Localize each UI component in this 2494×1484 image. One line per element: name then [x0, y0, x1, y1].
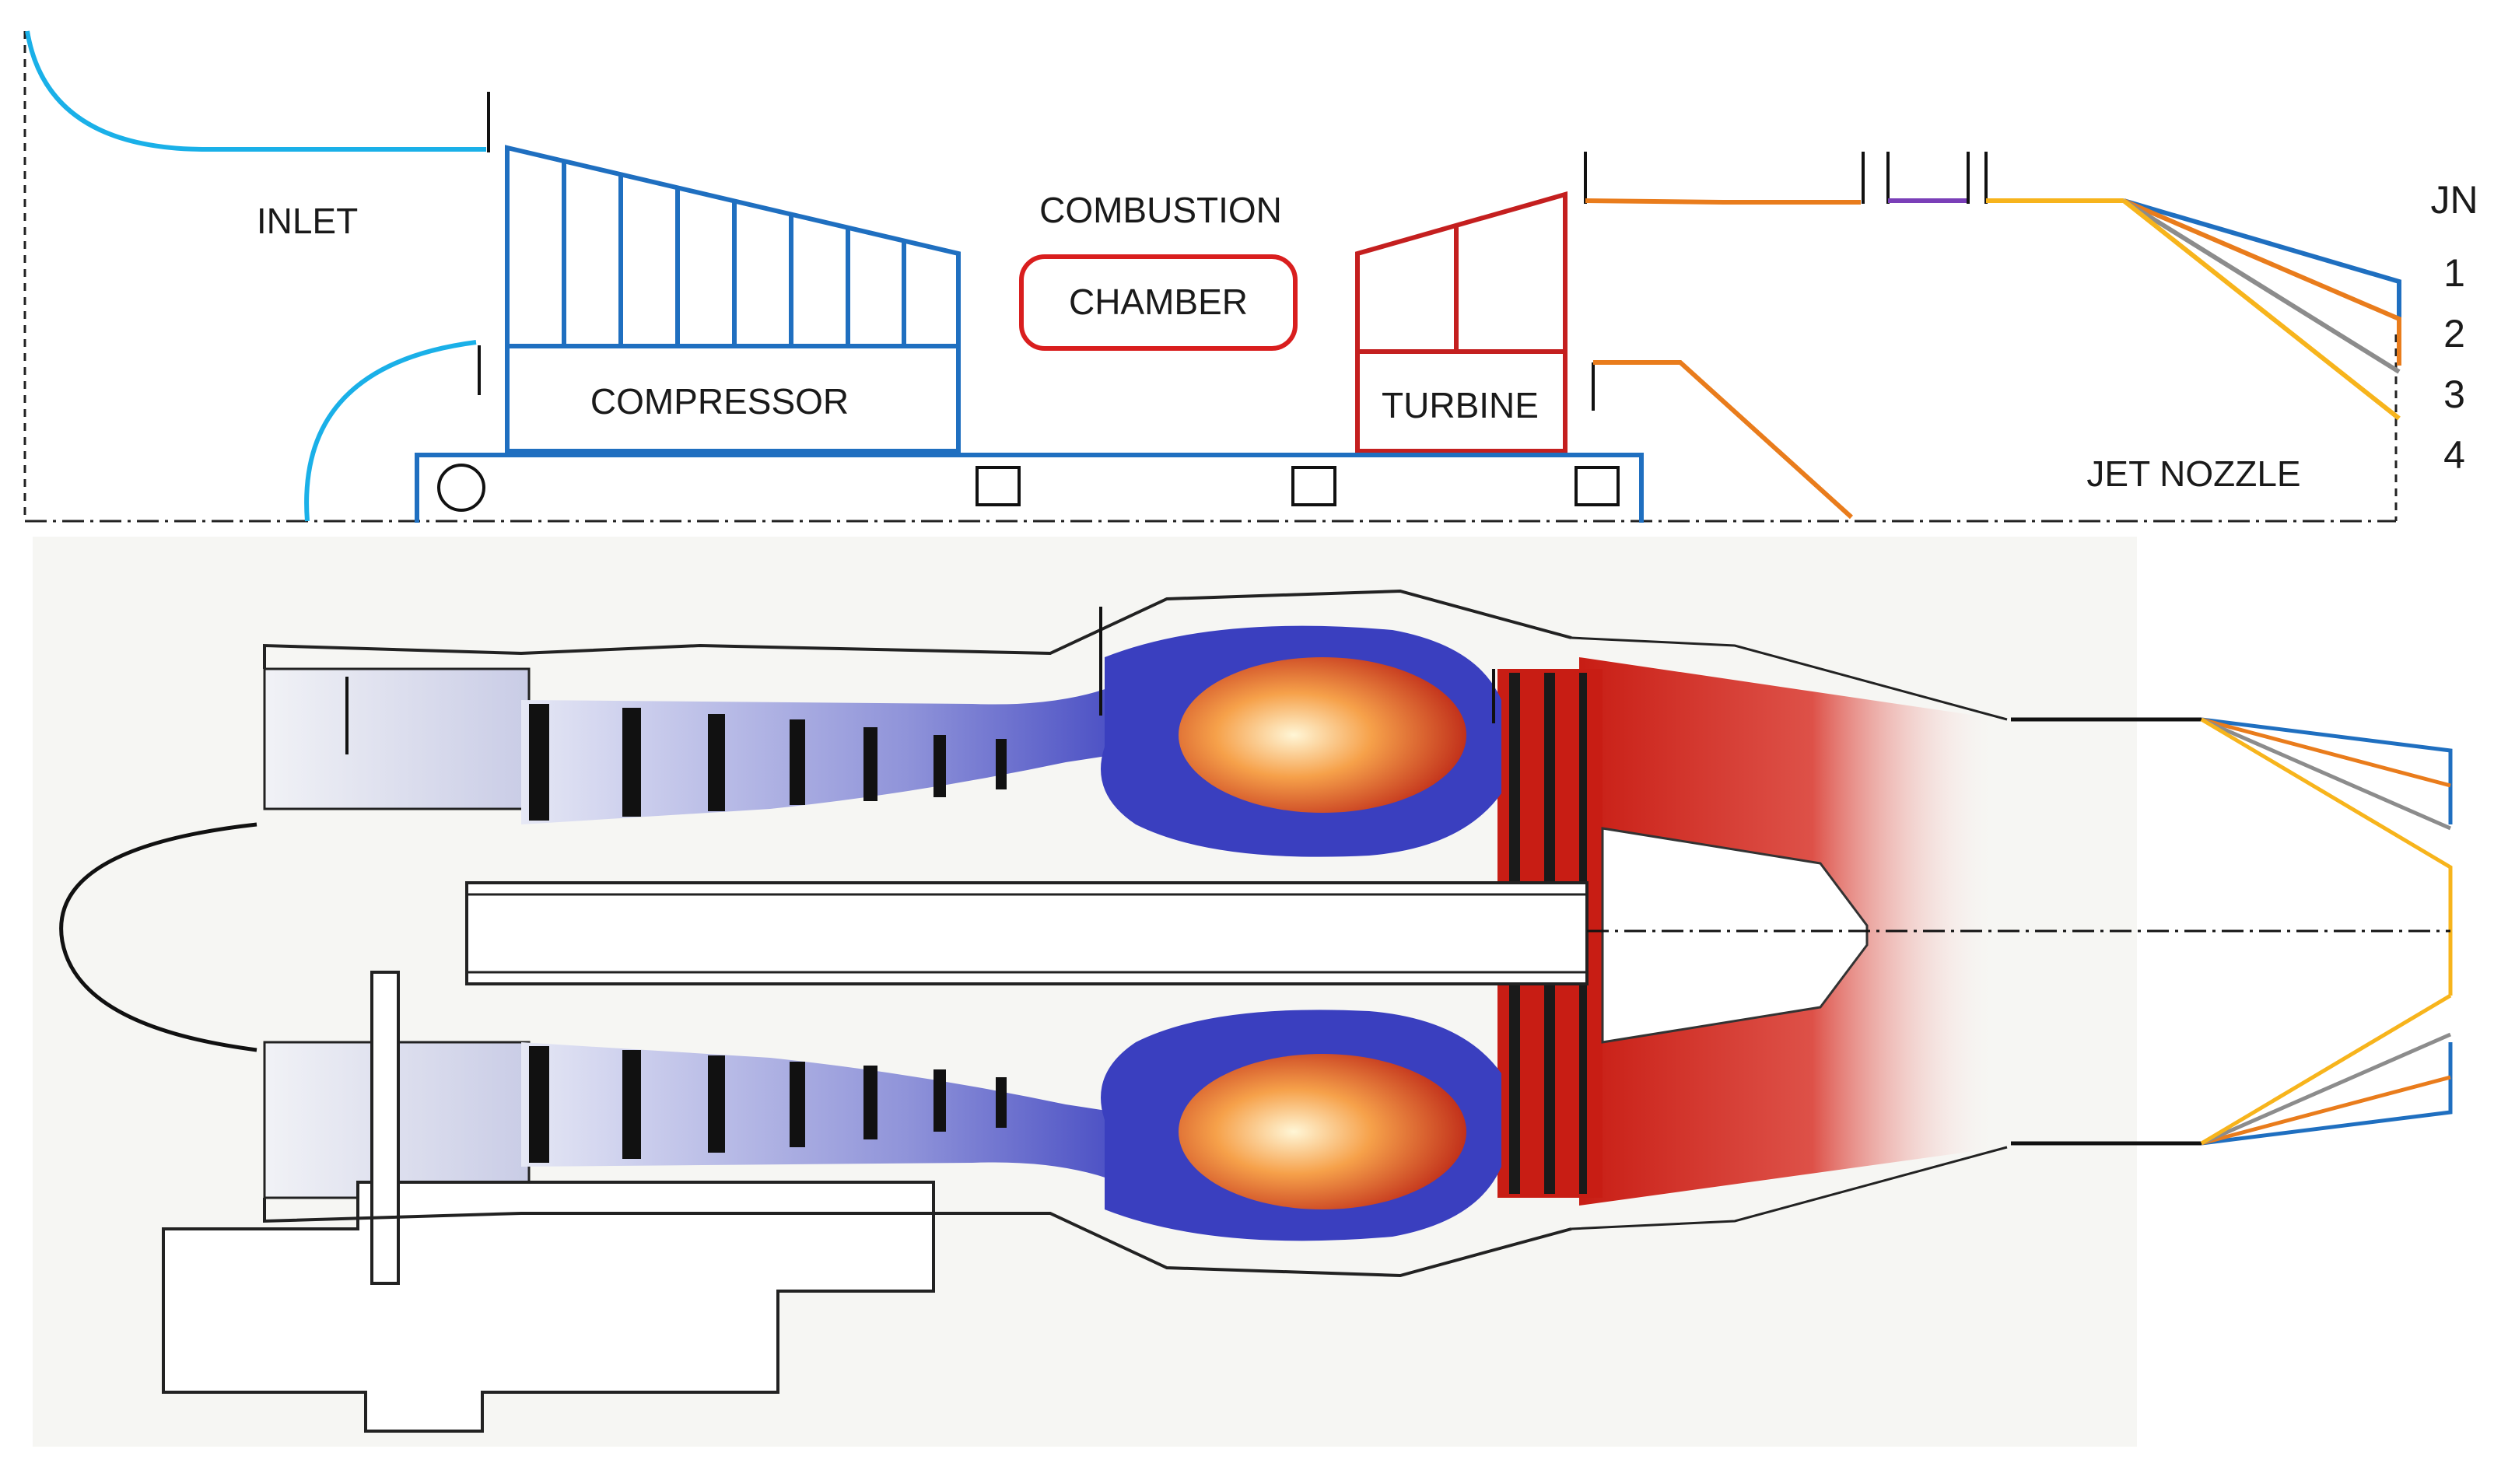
jn-label-2: 2 [2443, 312, 2465, 355]
jn-label-1: 1 [2443, 251, 2465, 295]
square-icon [1575, 466, 1620, 506]
turbine-section [1355, 191, 1568, 453]
chamber-box [1019, 254, 1298, 351]
label-compressor: COMPRESSOR [590, 381, 849, 422]
jn-line-4 [2122, 198, 2401, 421]
inlet-lower-lip [304, 340, 477, 522]
main-shaft [465, 881, 1589, 985]
circle-icon [437, 464, 485, 512]
flame-upper [1179, 657, 1466, 813]
casing-lower [263, 1198, 1572, 1278]
accessory-gearbox [162, 1181, 935, 1433]
nozzle-lower-orange [1593, 360, 1854, 520]
compressor-blades-lower [529, 1046, 1007, 1163]
compressor-duct-lower [521, 1042, 1167, 1190]
exhaust-cone [1601, 827, 1869, 1044]
label-turbine: TURBINE [1382, 385, 1539, 425]
compressor-section [505, 145, 961, 453]
exhaust-casing-upper [1571, 636, 2008, 721]
jn-label-4: 4 [2443, 433, 2465, 477]
nozzle-segment-orange [1585, 198, 1861, 205]
spinner [59, 822, 257, 1052]
shaft [415, 453, 1644, 523]
label-chamber: CHAMBER [1069, 282, 1248, 322]
jn-label-3: 3 [2443, 373, 2465, 416]
label-combustion: COMBUSTION [1039, 190, 1282, 230]
jn-line-2 [2122, 198, 2401, 366]
square-icon [976, 466, 1021, 506]
jn-line-1 [2123, 198, 2401, 342]
engine-cutaway [33, 537, 2453, 1447]
square-icon [1291, 466, 1336, 506]
cutaway-jn-lines [2200, 717, 2453, 1146]
label-jet-nozzle: JET NOZZLE [2086, 453, 2300, 494]
drive-shaft [370, 971, 400, 1285]
compressor-duct-upper [521, 677, 1167, 824]
jn-line-3 [2122, 198, 2401, 374]
inlet-housing-upper [263, 667, 531, 810]
jn-header: JN [2430, 178, 2478, 222]
label-inlet: INLET [257, 201, 358, 241]
inlet-upper-lip [25, 30, 486, 152]
exhaust-casing-lower [1571, 1146, 2008, 1230]
schematic: INLET COMPRESSOR COMBUSTION CHAMBER TURB… [23, 30, 2478, 523]
flame-lower [1179, 1054, 1466, 1209]
compressor-blades-upper [529, 704, 1007, 821]
casing-upper [263, 589, 1572, 669]
